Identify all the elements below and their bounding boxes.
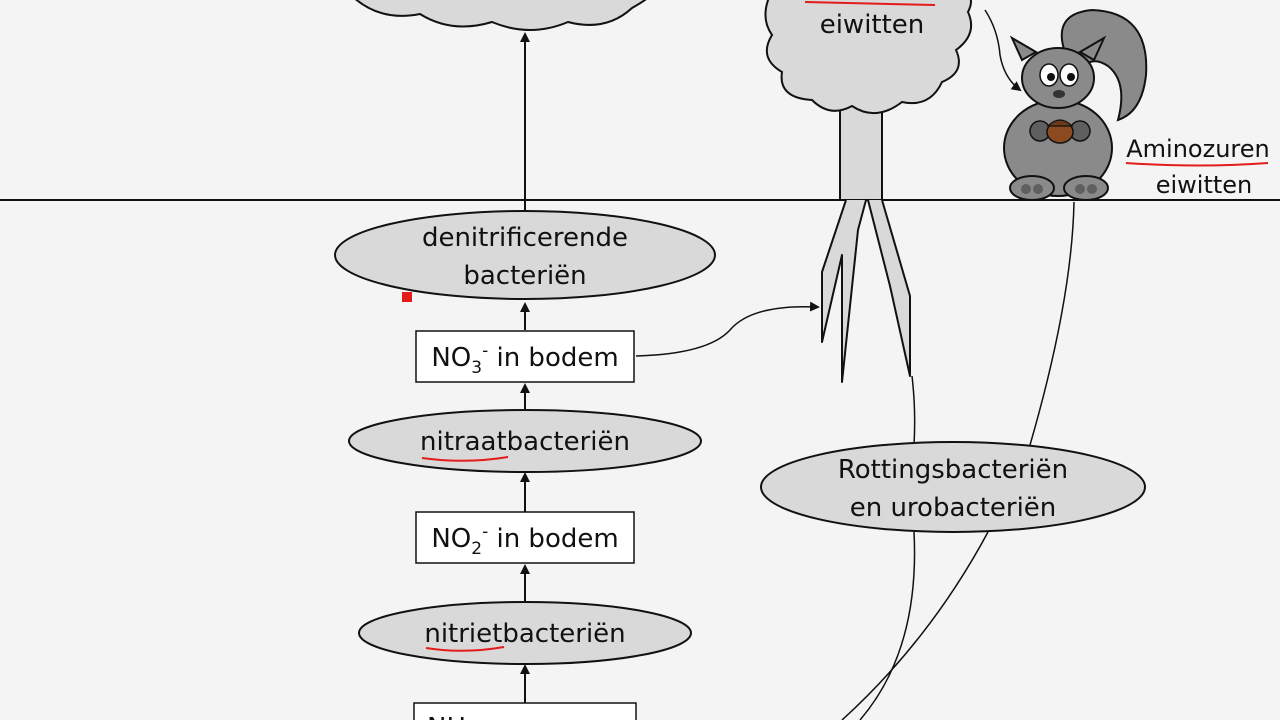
node-nitrate-bacteria — [348, 409, 702, 473]
node-no2-in-soil — [415, 511, 635, 564]
node-no3-in-soil — [415, 330, 635, 383]
nitriet-label: nitrietbacteriën — [424, 619, 625, 649]
curve-roots-down — [911, 375, 916, 446]
squirrel-label-line1: Aminozuren — [1126, 135, 1269, 163]
squirrel-red-underline — [1125, 162, 1269, 167]
arrow-crown-to-squirrel — [984, 9, 1022, 92]
node-nitrite-bacteria — [358, 601, 692, 665]
curve-rotting-to-nh4-a — [859, 531, 916, 720]
squirrel-label-line2: eiwitten — [1156, 171, 1253, 199]
no3-label: NO3- in bodem — [431, 341, 618, 378]
denitrify-label-line2: bacteriën — [463, 261, 586, 291]
node-rotting-bacteria — [760, 441, 1146, 533]
node-denitrifying-bacteria — [334, 210, 716, 300]
curve-squirrel-down — [1029, 201, 1075, 446]
no2-label: NO2- in bodem — [431, 522, 618, 559]
rotting-label-line2: en urobacteriën — [850, 493, 1057, 523]
cloud-top-left — [355, 0, 647, 31]
tree-crown — [764, 0, 972, 114]
red-cursor-mark — [402, 292, 412, 302]
crown-red-mark — [804, 1, 936, 6]
squirrel-illustration — [1003, 8, 1148, 201]
arrow-no3-to-roots — [635, 301, 820, 357]
nitraat-label: nitraatbacteriën — [420, 427, 630, 457]
nh4-partial-label: NH — [427, 713, 466, 720]
nitriet-red-underline — [425, 646, 505, 652]
tree-crown-label: eiwitten — [820, 10, 925, 40]
tree-roots — [821, 199, 911, 383]
node-nh4-in-soil — [413, 702, 637, 720]
nitraat-red-underline — [421, 456, 509, 462]
denitrify-label-line1: denitrificerende — [422, 223, 628, 253]
rotting-label-line1: Rottingsbacteriën — [838, 455, 1068, 485]
curve-rotting-to-nh4-b — [841, 531, 989, 720]
tree-trunk — [839, 99, 883, 201]
